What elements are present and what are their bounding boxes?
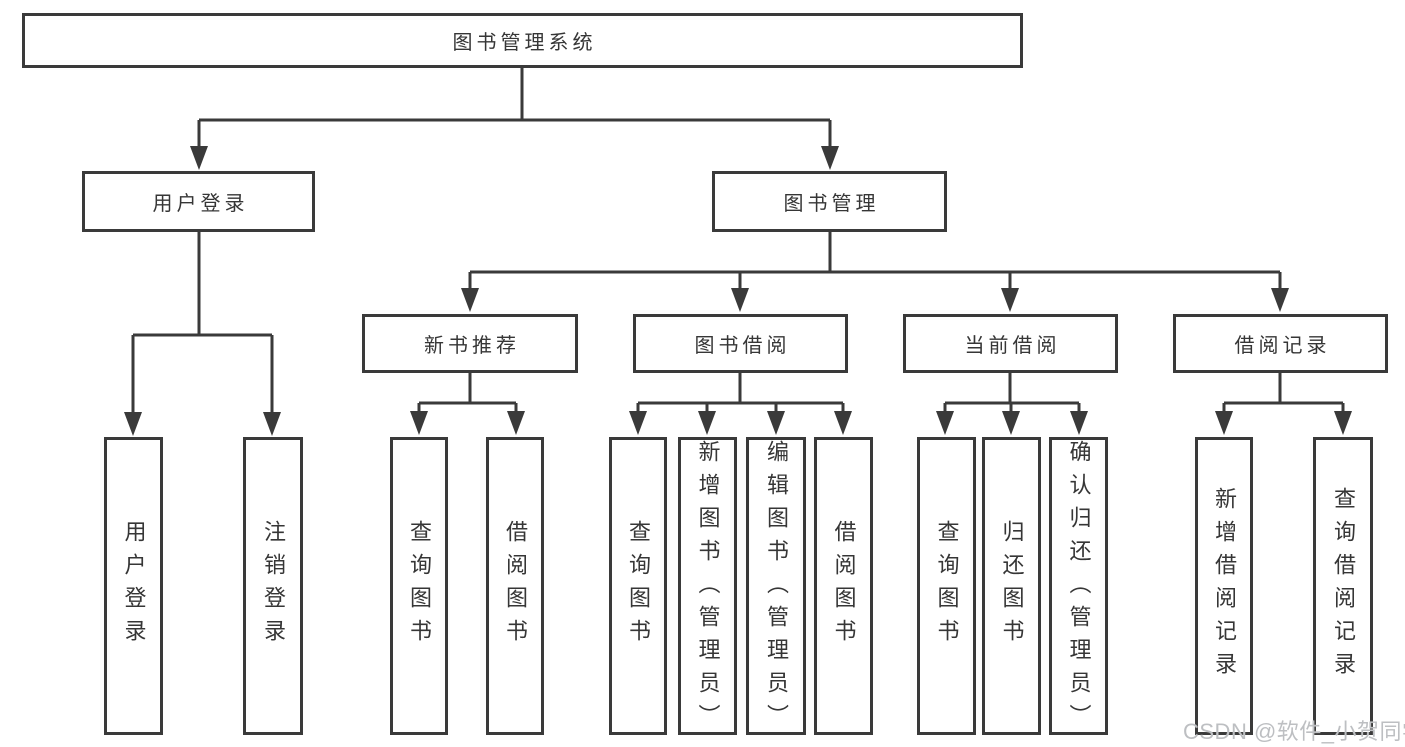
node-root-label: 图书管理系统 — [452, 32, 597, 54]
node-user-login-label: 用户登录 — [152, 193, 249, 215]
leaf-confirm-return-admin-label: 确认归还（管理员） — [1066, 440, 1092, 737]
node-book-borrow: 图书借阅 — [633, 314, 848, 373]
leaf-add-book-admin-label: 新增图书（管理员） — [695, 440, 721, 737]
node-new-book-recommend: 新书推荐 — [362, 314, 578, 373]
leaf-return-book-label: 归还图书 — [999, 520, 1025, 652]
leaf-recommend-query-books: 查询图书 — [390, 437, 448, 735]
node-borrow-records-label: 借阅记录 — [1234, 335, 1331, 357]
leaf-recommend-borrow-books-label: 借阅图书 — [503, 520, 528, 652]
node-book-management-label: 图书管理 — [783, 193, 880, 215]
node-new-book-recommend-label: 新书推荐 — [424, 335, 520, 357]
node-borrow-records: 借阅记录 — [1173, 314, 1388, 373]
node-root: 图书管理系统 — [22, 13, 1023, 68]
arrowheads — [124, 146, 1352, 436]
leaf-edit-book-admin: 编辑图书（管理员） — [746, 437, 806, 737]
leaf-logout-login-label: 注销登录 — [261, 520, 286, 652]
leaf-edit-book-admin-label: 编辑图书（管理员） — [764, 440, 789, 737]
leaf-add-borrow-record: 新增借阅记录 — [1195, 437, 1253, 735]
leaf-query-borrow-record: 查询借阅记录 — [1313, 437, 1373, 735]
leaf-confirm-return-admin: 确认归还（管理员） — [1049, 437, 1108, 737]
node-current-borrow-label: 当前借阅 — [964, 335, 1061, 357]
leaf-query-borrow-record-label: 查询借阅记录 — [1331, 487, 1356, 685]
leaf-user-login: 用户登录 — [104, 437, 163, 735]
node-book-management: 图书管理 — [712, 171, 947, 232]
leaf-current-query-books-label: 查询图书 — [934, 520, 960, 652]
leaf-borrow-books-label: 借阅图书 — [831, 520, 857, 652]
node-book-borrow-label: 图书借阅 — [694, 335, 791, 357]
leaf-add-borrow-record-label: 新增借阅记录 — [1212, 487, 1237, 685]
node-current-borrow: 当前借阅 — [903, 314, 1118, 373]
leaf-logout-login: 注销登录 — [243, 437, 303, 735]
leaf-current-query-books: 查询图书 — [917, 437, 976, 735]
csdn-watermark: CSDN @软件_小贺同学 — [1183, 719, 1405, 744]
leaf-borrow-query-books: 查询图书 — [609, 437, 667, 735]
node-user-login: 用户登录 — [82, 171, 315, 232]
leaf-recommend-query-books-label: 查询图书 — [407, 520, 432, 652]
leaf-borrow-query-books-label: 查询图书 — [626, 520, 651, 652]
leaf-recommend-borrow-books: 借阅图书 — [486, 437, 544, 735]
leaf-return-book: 归还图书 — [982, 437, 1041, 735]
leaf-user-login-label: 用户登录 — [121, 520, 147, 652]
leaf-add-book-admin: 新增图书（管理员） — [678, 437, 737, 737]
leaf-borrow-books: 借阅图书 — [814, 437, 873, 735]
